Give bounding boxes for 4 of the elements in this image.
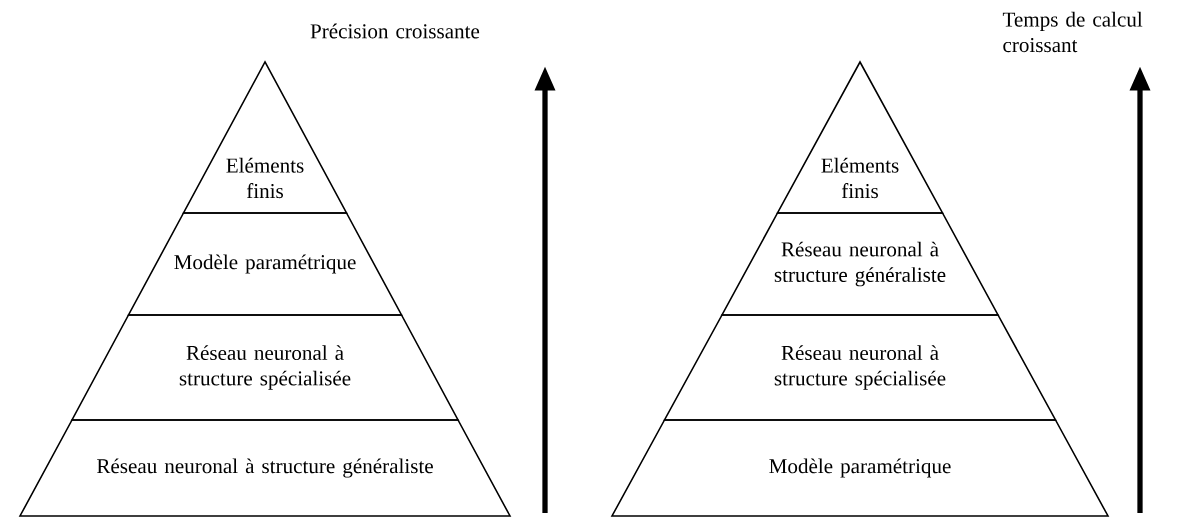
- pyramid-layer: Réseau neuronal à structure spécialisée: [663, 314, 1057, 421]
- axis-label: Temps de calcul croissant: [1002, 11, 1143, 53]
- axis-label: Précision croissante: [310, 23, 480, 39]
- pyramid-layer: Modèle paramétrique: [127, 212, 403, 316]
